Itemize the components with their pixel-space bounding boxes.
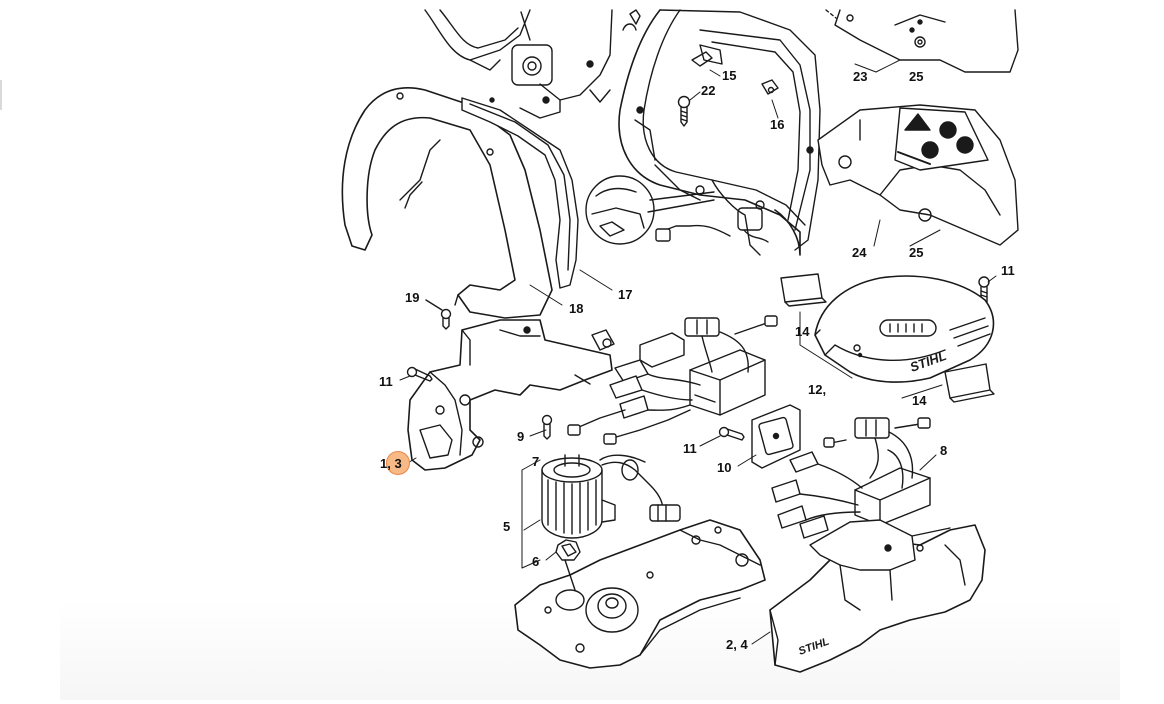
callout-25-top[interactable]: 25 (909, 69, 924, 84)
right-housing[interactable] (769, 519, 986, 673)
switch-parts[interactable] (622, 9, 779, 95)
callout-11-middle[interactable]: 11 (683, 441, 697, 456)
screw-19[interactable] (440, 308, 452, 330)
detail-magnifier (585, 175, 715, 245)
gear-6[interactable] (555, 539, 581, 561)
electronics-plate[interactable] (751, 404, 801, 469)
callout-2-4[interactable]: 2, 4 (726, 637, 748, 652)
callout-15[interactable]: 15 (722, 68, 737, 83)
gear-housing[interactable] (514, 519, 766, 669)
callout-25-bottom[interactable]: 25 (909, 245, 924, 260)
callout-14-bottom[interactable]: 14 (912, 393, 927, 408)
screw-22[interactable] (677, 95, 691, 127)
pad-14-bottom[interactable] (944, 363, 995, 403)
callout-16[interactable]: 16 (770, 117, 785, 132)
callout-12[interactable]: 12, (808, 382, 827, 397)
cover-upper[interactable] (834, 9, 1019, 73)
handle-strip[interactable] (461, 97, 579, 289)
screw-11-middle[interactable] (718, 426, 745, 441)
callout-23[interactable]: 23 (853, 69, 868, 84)
callout-11-left[interactable]: 11 (379, 374, 393, 389)
callout-7[interactable]: 7 (532, 454, 540, 469)
electronics-module-8[interactable] (771, 417, 931, 539)
callout-11-right[interactable]: 11 (1001, 263, 1015, 278)
motor[interactable] (541, 454, 681, 539)
handle-frame[interactable] (618, 9, 821, 256)
edge-marker (0, 80, 2, 110)
electronics-module-upper[interactable] (567, 315, 778, 445)
cover-lower[interactable] (817, 104, 1019, 246)
pad-14-top[interactable] (780, 273, 827, 307)
motor-cover[interactable] (814, 275, 995, 383)
callout-10[interactable]: 10 (717, 460, 732, 475)
callout-22[interactable]: 22 (701, 83, 716, 98)
leader-line (825, 9, 837, 19)
callout-1-3[interactable]: 1, 3 (380, 456, 402, 471)
leader-line (425, 299, 443, 311)
callout-9[interactable]: 9 (517, 429, 525, 444)
upper-handle-bracket[interactable] (424, 9, 613, 119)
front-handle[interactable] (341, 87, 553, 319)
screw-9[interactable] (541, 414, 553, 440)
callout-17[interactable]: 17 (618, 287, 633, 302)
callout-14-top[interactable]: 14 (795, 324, 810, 339)
selected-callout-highlight (386, 451, 410, 475)
leader-lines (399, 59, 997, 645)
callout-8[interactable]: 8 (940, 443, 948, 458)
callout-19[interactable]: 19 (405, 290, 420, 305)
left-housing[interactable] (407, 319, 615, 471)
screw-11-left[interactable] (406, 366, 433, 382)
leader-line (520, 11, 531, 41)
callout-5[interactable]: 5 (503, 519, 511, 534)
callout-18[interactable]: 18 (569, 301, 584, 316)
callout-24[interactable]: 24 (852, 245, 867, 260)
frame-cable[interactable] (655, 224, 731, 242)
callout-6[interactable]: 6 (532, 554, 540, 569)
